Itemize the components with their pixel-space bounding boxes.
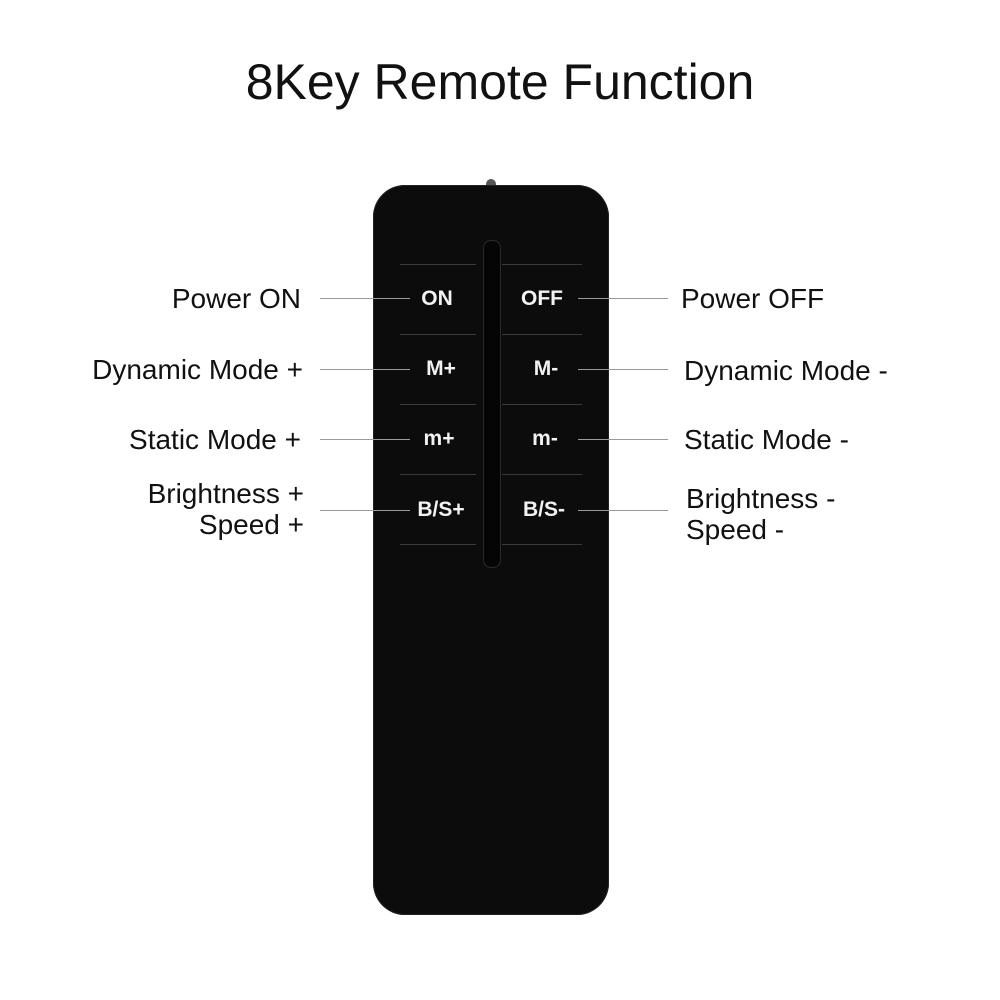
separator-line <box>400 474 476 475</box>
dynamic-mode-minus-label-text: Dynamic Mode - <box>684 355 888 386</box>
separator-line <box>502 544 582 545</box>
power-off-label-text: Power OFF <box>681 283 825 314</box>
separator-line <box>400 404 476 405</box>
brightness-minus-label-text: Brightness - <box>686 483 836 514</box>
power-on-label: Power ON <box>172 283 301 314</box>
separator-line <box>502 264 582 265</box>
power-off-label: Power OFF <box>681 283 824 314</box>
on-key[interactable]: ON <box>421 287 453 310</box>
brightness-plus-label-text: Brightness + <box>147 478 304 509</box>
speed-plus-label-text: Speed + <box>198 509 304 540</box>
static-mode-minus-key[interactable]: m- <box>532 427 558 450</box>
dynamic-mode-minus-key[interactable]: M- <box>533 357 559 380</box>
leader-line <box>320 439 410 440</box>
dynamic-mode-minus-label: Dynamic Mode - <box>684 355 888 386</box>
dynamic-mode-plus-label: Dynamic Mode + <box>92 354 303 385</box>
remote-antenna <box>486 179 496 187</box>
leader-line <box>578 369 668 370</box>
static-mode-minus-label-text: Static Mode - <box>684 424 849 455</box>
center-divider <box>483 240 501 568</box>
static-mode-minus-label: Static Mode - <box>684 424 849 455</box>
static-mode-plus-label: Static Mode + <box>129 424 301 455</box>
speed-minus-label-text: Speed - <box>686 514 785 545</box>
leader-line <box>320 298 410 299</box>
leader-line <box>320 369 410 370</box>
separator-line <box>502 404 582 405</box>
leader-line <box>578 510 668 511</box>
dynamic-mode-plus-label-text: Dynamic Mode + <box>92 354 303 385</box>
separator-line <box>400 334 476 335</box>
dynamic-mode-plus-key[interactable]: M+ <box>426 357 456 380</box>
brightness-speed-minus-key[interactable]: B/S- <box>523 498 565 521</box>
leader-line <box>578 298 668 299</box>
separator-line <box>400 544 476 545</box>
power-on-label-text: Power ON <box>171 283 301 314</box>
leader-line <box>320 510 410 511</box>
brightness-speed-minus-label: Brightness - Speed - <box>686 483 835 545</box>
off-key[interactable]: OFF <box>521 287 563 310</box>
brightness-speed-plus-key[interactable]: B/S+ <box>417 498 465 521</box>
static-mode-plus-label-text: Static Mode + <box>129 424 301 455</box>
diagram-title: 8Key Remote Function <box>245 54 755 110</box>
separator-line <box>502 334 582 335</box>
static-mode-plus-key[interactable]: m+ <box>423 427 455 450</box>
leader-line <box>578 439 668 440</box>
separator-line <box>502 474 582 475</box>
separator-line <box>400 264 476 265</box>
brightness-speed-plus-label: Brightness + Speed + <box>148 478 304 540</box>
